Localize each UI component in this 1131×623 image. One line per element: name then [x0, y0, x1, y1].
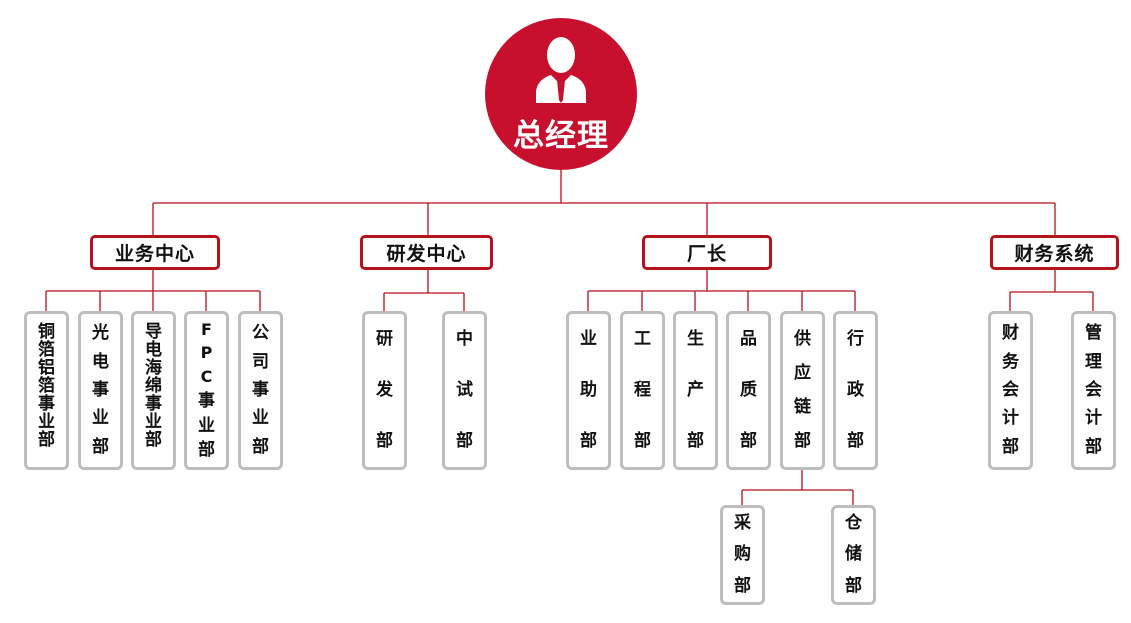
- dept-char: 政: [847, 380, 864, 400]
- dept-char: 事: [252, 379, 269, 400]
- dept-char: 生: [687, 329, 704, 349]
- dept-purchasing: 采购部: [720, 505, 765, 605]
- center-finance: 财务系统: [990, 235, 1119, 270]
- dept-pilot-test: 中试部: [442, 311, 487, 470]
- dept-char: 会: [1002, 379, 1019, 400]
- dept-char: 工: [634, 329, 651, 349]
- dept-copper-aluminum-foil: 铜箔铝箔事业部: [24, 311, 69, 470]
- dept-production: 生产部: [673, 311, 718, 470]
- dept-char: 会: [1085, 379, 1102, 400]
- dept-char: P: [200, 343, 213, 363]
- dept-rd: 研发部: [362, 311, 407, 470]
- dept-char: 程: [634, 380, 651, 400]
- dept-char: 导: [145, 322, 162, 342]
- dept-char: 业: [580, 329, 597, 349]
- dept-char: 部: [1002, 436, 1019, 457]
- dept-char: 供: [794, 329, 811, 349]
- center-factory-director: 厂长: [642, 235, 772, 270]
- dept-char: 公: [252, 323, 269, 344]
- dept-char: 试: [456, 380, 473, 400]
- dept-char: 理: [1085, 351, 1102, 372]
- dept-char: F: [201, 319, 212, 339]
- dept-char: 箔: [38, 340, 55, 360]
- dept-company-business: 公司事业部: [238, 311, 283, 470]
- dept-business-assistant: 业助部: [566, 311, 611, 470]
- dept-char: C: [200, 367, 213, 387]
- dept-supply-chain: 供应链部: [780, 311, 825, 470]
- dept-char: 海: [145, 358, 162, 378]
- dept-char: 研: [376, 329, 393, 349]
- dept-char: 发: [376, 380, 393, 400]
- dept-char: 光: [92, 323, 109, 344]
- dept-char: 部: [252, 436, 269, 457]
- dept-char: 部: [376, 431, 393, 451]
- dept-char: 部: [687, 431, 704, 451]
- dept-char: 仓: [845, 513, 862, 534]
- dept-char: 事: [92, 379, 109, 400]
- dept-char: 部: [734, 575, 751, 596]
- dept-char: 品: [740, 329, 757, 349]
- ceo-node: 总经理: [485, 18, 637, 170]
- dept-char: 部: [92, 436, 109, 457]
- person-suit-icon: [536, 37, 586, 103]
- dept-char: 购: [734, 544, 751, 565]
- dept-char: 铝: [38, 358, 55, 378]
- dept-char: 部: [634, 431, 651, 451]
- dept-char: 部: [794, 431, 811, 451]
- dept-char: 业: [38, 412, 55, 432]
- dept-char: 部: [456, 431, 473, 451]
- center-sales: 业务中心: [90, 235, 220, 270]
- dept-optoelectronics: 光电事业部: [78, 311, 123, 470]
- dept-char: 质: [740, 380, 757, 400]
- dept-char: 链: [794, 397, 811, 417]
- dept-char: 部: [847, 431, 864, 451]
- dept-char: 部: [740, 431, 757, 451]
- dept-char: 业: [145, 412, 162, 432]
- dept-char: 产: [687, 380, 704, 400]
- ceo-title: 总经理: [513, 118, 609, 154]
- dept-char: 采: [734, 513, 751, 534]
- dept-char: 铜: [38, 322, 55, 342]
- dept-administration: 行政部: [833, 311, 878, 470]
- dept-warehousing: 仓储部: [831, 505, 876, 605]
- dept-char: 电: [145, 340, 162, 360]
- dept-char: 应: [794, 363, 811, 383]
- dept-char: 管: [1085, 323, 1102, 344]
- dept-financial-accounting: 财务会计部: [988, 311, 1033, 470]
- dept-char: 部: [1085, 436, 1102, 457]
- dept-char: 绵: [145, 376, 162, 396]
- dept-char: 部: [145, 430, 162, 450]
- dept-char: 事: [198, 390, 215, 411]
- dept-char: 部: [845, 575, 862, 596]
- dept-char: 部: [580, 431, 597, 451]
- dept-management-accounting: 管理会计部: [1071, 311, 1116, 470]
- dept-char: 事: [145, 394, 162, 414]
- dept-char: 部: [38, 430, 55, 450]
- dept-engineering: 工程部: [620, 311, 665, 470]
- dept-char: 业: [92, 408, 109, 429]
- center-rd: 研发中心: [360, 235, 493, 270]
- dept-char: 事: [38, 394, 55, 414]
- dept-char: 财: [1002, 323, 1019, 344]
- dept-char: 电: [92, 351, 109, 372]
- dept-char: 业: [252, 408, 269, 429]
- dept-char: 储: [845, 544, 862, 565]
- dept-char: 中: [456, 329, 473, 349]
- dept-char: 行: [847, 329, 864, 349]
- dept-conductive-sponge: 导电海绵事业部: [131, 311, 176, 470]
- dept-char: 计: [1002, 408, 1019, 429]
- dept-char: 务: [1002, 351, 1019, 372]
- dept-char: 箔: [38, 376, 55, 396]
- dept-quality: 品质部: [726, 311, 771, 470]
- dept-char: 业: [198, 415, 215, 436]
- dept-char: 计: [1085, 408, 1102, 429]
- dept-char: 司: [252, 351, 269, 372]
- dept-char: 助: [580, 380, 597, 400]
- dept-char: 部: [198, 440, 215, 461]
